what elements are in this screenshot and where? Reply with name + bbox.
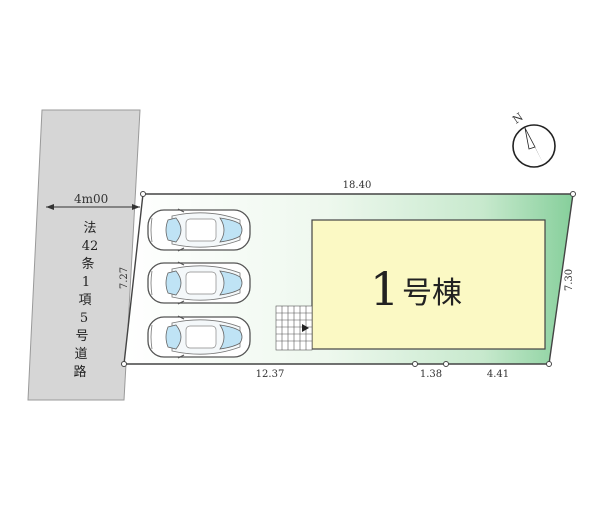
parked-car bbox=[147, 208, 251, 252]
road-designation: 法 42 条 1 項 5 号 道 路 bbox=[73, 221, 98, 380]
parked-car bbox=[147, 315, 251, 359]
road bbox=[27, 109, 141, 401]
svg-text:号: 号 bbox=[75, 329, 88, 344]
road-width-dimension bbox=[46, 204, 140, 210]
svg-text:5: 5 bbox=[80, 311, 88, 326]
road-width-label: 4m00 bbox=[74, 192, 108, 206]
dimension-right: 7.30 bbox=[564, 269, 575, 291]
building-footprint bbox=[311, 219, 546, 350]
boundary-markers bbox=[121, 191, 576, 367]
svg-text:法: 法 bbox=[83, 221, 96, 236]
dimension-bottom-2: 1.38 bbox=[420, 369, 442, 380]
svg-text:条: 条 bbox=[81, 256, 94, 272]
entrance-steps bbox=[275, 305, 313, 351]
dimension-bottom-1: 12.37 bbox=[256, 369, 285, 380]
compass-north-label: N bbox=[510, 110, 526, 126]
svg-text:1: 1 bbox=[82, 275, 90, 290]
dimension-bottom-3: 4.41 bbox=[487, 369, 509, 380]
svg-text:42: 42 bbox=[82, 239, 99, 254]
dimension-left: 7.27 bbox=[119, 267, 130, 289]
svg-text:路: 路 bbox=[73, 364, 86, 380]
building-label: 号棟 bbox=[402, 276, 462, 311]
svg-text:項: 項 bbox=[78, 293, 91, 308]
parked-car bbox=[147, 261, 251, 305]
svg-text:道: 道 bbox=[74, 347, 87, 362]
building-number: 1 bbox=[370, 262, 399, 316]
dimension-top: 18.40 bbox=[343, 180, 372, 191]
north-compass-icon: N bbox=[510, 110, 556, 168]
